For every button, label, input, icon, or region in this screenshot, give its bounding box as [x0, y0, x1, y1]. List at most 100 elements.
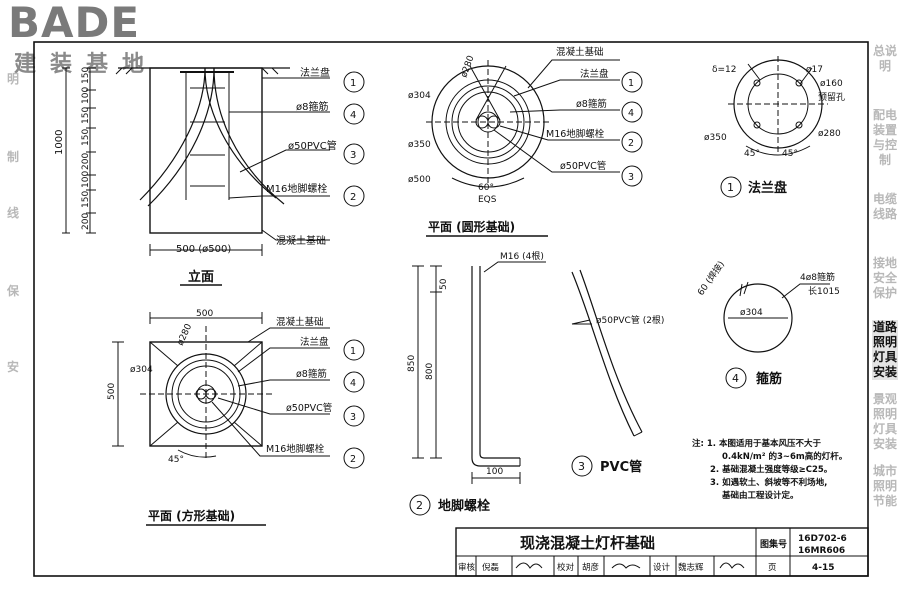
elev-callout-pvc: ø50PVC管 — [288, 139, 337, 152]
round-plan-view — [426, 60, 550, 188]
flange-title: 法兰盘 — [748, 180, 787, 196]
elev-dim-4: 150 — [81, 129, 91, 146]
reviewer-name: 倪磊 — [482, 562, 500, 573]
pvc-title: PVC管 — [600, 459, 642, 475]
elev-num-4: 4 — [350, 110, 356, 121]
elev-num-1: 1 — [350, 78, 356, 89]
note-line-4: 3. 如遇软土、斜坡等不利场地, — [710, 477, 827, 488]
stirrup-num: 4 — [732, 372, 739, 385]
elev-dim-2: 100 — [81, 87, 91, 104]
designer-signature — [719, 562, 745, 569]
page-number: 4-15 — [812, 563, 835, 573]
bolt-d800: 800 — [425, 363, 435, 380]
round-num-3: 3 — [628, 172, 634, 183]
bolt-title: 地脚螺栓 — [438, 498, 490, 514]
note-line-5: 基础由工程设计定。 — [721, 490, 799, 501]
pvc-spec: ø50PVC管 (2根) — [596, 314, 664, 326]
pvc-detail — [571, 269, 643, 477]
square-angle: 45° — [168, 455, 184, 465]
round-callout-rebar: ø8箍筋 — [576, 98, 607, 110]
elev-callout-rebar: ø8箍筋 — [296, 100, 328, 113]
side-tab-cable[interactable]: 电缆线路 — [872, 192, 897, 221]
square-plan-view — [112, 312, 272, 460]
bade-logo: BADE 建装基地 — [8, 0, 158, 78]
elev-dim-6: 100 — [81, 171, 91, 188]
elev-dim-5: 200 — [81, 153, 91, 170]
elevation-view — [62, 67, 290, 256]
elev-title: 立面 — [188, 269, 214, 285]
stirrup-d304: ø304 — [740, 308, 763, 318]
flange-d350: ø350 — [704, 133, 727, 143]
square-h500: 500 — [107, 383, 117, 400]
logo-subtitle: 建装基地 — [14, 52, 159, 77]
stirrup-spec2: 长1015 — [808, 285, 840, 297]
elev-dim-1: 150 — [81, 67, 91, 84]
side-tab-distribution[interactable]: 配电装置与控制 — [872, 108, 897, 167]
bolt-d100: 100 — [486, 467, 503, 477]
flange-num: 1 — [727, 181, 734, 194]
checker-name: 胡彦 — [582, 562, 600, 573]
pvc-num: 3 — [578, 460, 585, 473]
elev-dim-labels: 150 100 150 150 200 100 150 200 — [81, 67, 91, 230]
note-line-2: 0.4kN/m² 的3~6m高的灯杆。 — [722, 451, 847, 462]
square-d280: ø280 — [176, 322, 195, 347]
side-tab-grounding[interactable]: 接地安全保护 — [872, 256, 897, 300]
left-tab-1[interactable]: 明 — [6, 72, 19, 86]
bolt-d50: 50 — [439, 278, 449, 290]
round-callout-concrete: 混凝土基础 — [556, 46, 604, 58]
square-num-3: 3 — [350, 412, 356, 423]
designer-name: 魏志辉 — [678, 562, 704, 573]
round-num-4: 4 — [628, 108, 634, 119]
left-tab-4[interactable]: 保 — [6, 284, 19, 298]
left-tab-5[interactable]: 安 — [6, 360, 19, 374]
stirrup-detail — [723, 281, 830, 389]
side-tab-road-lighting[interactable]: 道路照明灯具安装 — [872, 320, 898, 380]
checker-signature — [611, 563, 641, 569]
bolt-num: 2 — [416, 499, 423, 512]
note-line-1: 注: 1. 本图适用于基本风压不大于 — [692, 438, 821, 449]
drawing-frame — [33, 41, 869, 577]
square-d304: ø304 — [130, 365, 153, 375]
elev-dim-7: 150 — [81, 191, 91, 208]
bolt-spec: M16 (4根) — [500, 250, 544, 262]
round-plan-title: 平面 (圆形基础) — [428, 219, 515, 234]
atlas-label: 图集号 — [760, 538, 787, 550]
reviewer-signature — [515, 562, 543, 569]
stirrup-spec1: 4ø8箍筋 — [800, 271, 835, 283]
side-tab-landscape[interactable]: 景观照明灯具安装 — [872, 392, 897, 451]
square-callout-flange: 法兰盘 — [300, 336, 329, 348]
notes-block: 注: 1. 本图适用于基本风压不大于 0.4kN/m² 的3~6m高的灯杆。 2… — [692, 438, 847, 501]
elev-dim-3: 150 — [81, 107, 91, 124]
square-callout-concrete: 混凝土基础 — [276, 316, 324, 328]
square-callout-rebar: ø8箍筋 — [296, 368, 327, 380]
atlas-no-1: 16D702-6 — [798, 534, 847, 544]
elev-callout-bolt: M16地脚螺栓 — [266, 182, 327, 195]
flange-reserve: 预留孔 — [818, 91, 845, 103]
logo-brand: BADE — [8, 0, 141, 47]
square-plan-title: 平面 (方形基础) — [148, 508, 235, 523]
square-num-1: 1 — [350, 346, 356, 357]
left-tab-3[interactable]: 线 — [6, 206, 19, 220]
side-tab-general[interactable]: 总说明 — [872, 44, 897, 73]
round-d280: ø280 — [459, 54, 476, 79]
square-num-4: 4 — [350, 378, 356, 389]
round-d304: ø304 — [408, 91, 431, 101]
side-tab-energy[interactable]: 城市照明节能 — [872, 464, 897, 508]
flange-thick: δ=12 — [712, 65, 737, 75]
atlas-no-2: 16MR606 — [798, 546, 845, 556]
round-eqs: EQS — [478, 195, 497, 205]
flange-a1: 45° — [744, 149, 760, 159]
left-tab-2[interactable]: 制 — [6, 150, 19, 164]
elev-width-label: 500 (ø500) — [176, 244, 231, 255]
round-callout-flange: 法兰盘 — [580, 68, 609, 80]
square-num-2: 2 — [350, 454, 356, 465]
round-d500: ø500 — [408, 175, 431, 185]
stirrup-title: 箍筋 — [756, 371, 782, 387]
elev-callout-flange: 法兰盘 — [300, 66, 330, 79]
square-leaders — [211, 327, 365, 469]
round-callout-bolt: M16地脚螺栓 — [546, 128, 605, 140]
check-label: 校对 — [557, 562, 575, 573]
page-label: 页 — [768, 563, 777, 573]
stirrup-weld: 60 (焊接) — [695, 259, 727, 298]
